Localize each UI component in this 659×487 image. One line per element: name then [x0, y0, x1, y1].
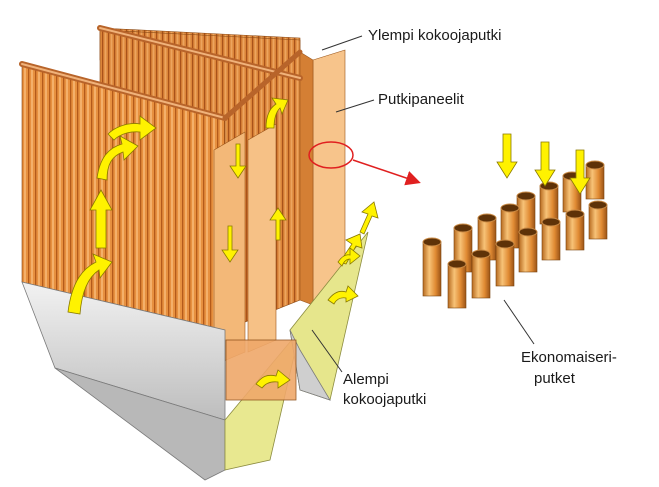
economizer-tube-end: [541, 217, 561, 227]
flow-arrow: [269, 207, 287, 241]
flow-arrow: [255, 369, 291, 389]
leader-economizer: [503, 299, 535, 345]
hopper-right-gray: [289, 329, 331, 401]
label-lower-header-line2: kokoojaputki: [343, 391, 427, 408]
leader-tube-panels: [335, 99, 375, 113]
economizer-tube: [447, 263, 467, 309]
economizer-tube-end: [500, 203, 520, 213]
economizer-tube: [422, 241, 442, 297]
ash-hopper: [21, 231, 369, 481]
lower-header-box: [225, 339, 297, 401]
economizer-tube-end: [539, 181, 559, 191]
economizer-tubes-detail: [422, 133, 608, 309]
economizer-tube: [585, 164, 605, 200]
economizer-tube-end: [447, 259, 467, 269]
economizer-tube-end: [588, 200, 608, 210]
economizer-tube-end: [422, 237, 442, 247]
flow-arrow: [265, 97, 289, 129]
economizer-flow-arrow: [534, 141, 556, 187]
upper-header-pipe: [21, 63, 226, 119]
economizer-tube: [588, 204, 608, 240]
economizer-tube: [541, 221, 561, 261]
economizer-flow-arrow: [569, 149, 591, 195]
flow-arrow: [67, 253, 113, 315]
flow-arrows: [67, 97, 379, 389]
label-economizer-line2: putket: [534, 370, 575, 387]
upper-header-pipe: [222, 49, 303, 121]
economizer-flow-arrow: [496, 133, 518, 179]
label-lower-header-line1: Alempi: [343, 371, 389, 388]
economizer-tube-end: [518, 227, 538, 237]
flow-arrow: [221, 225, 239, 263]
flow-arrow: [327, 285, 359, 305]
upper-header-pipe: [99, 27, 301, 79]
economizer-tube: [518, 231, 538, 273]
label-upper-header: Ylempi kokoojaputki: [368, 27, 502, 44]
economizer-tube-end: [495, 239, 515, 249]
leader-lines: [311, 35, 535, 373]
economizer-tube: [565, 213, 585, 251]
detail-circle: [308, 141, 354, 169]
leader-lower-header: [311, 329, 343, 373]
economizer-tube-end: [516, 191, 536, 201]
detail-arrow: [352, 159, 421, 186]
economizer-tube: [471, 253, 491, 299]
economizer-tube-end: [585, 160, 605, 170]
economizer-tube-end: [471, 249, 491, 259]
panel-face-side: [299, 51, 314, 306]
economizer-tube-end: [565, 209, 585, 219]
flow-arrow: [359, 201, 379, 235]
economizer-tube: [495, 243, 515, 287]
flow-arrow: [107, 115, 157, 141]
economizer-tube-end: [453, 223, 473, 233]
flow-arrow: [96, 135, 139, 181]
flow-arrow: [229, 143, 247, 179]
label-tube-panels: Putkipaneelit: [378, 91, 464, 108]
economizer-tube-end: [477, 213, 497, 223]
flow-arrow: [89, 189, 113, 249]
flow-arrow: [337, 247, 361, 267]
tube-bank: [19, 25, 346, 366]
leader-upper-header: [321, 35, 363, 51]
panel-face-light: [247, 123, 277, 353]
detail-callout: [308, 141, 421, 186]
label-economizer-line1: Ekonomaiseri-: [521, 349, 617, 366]
